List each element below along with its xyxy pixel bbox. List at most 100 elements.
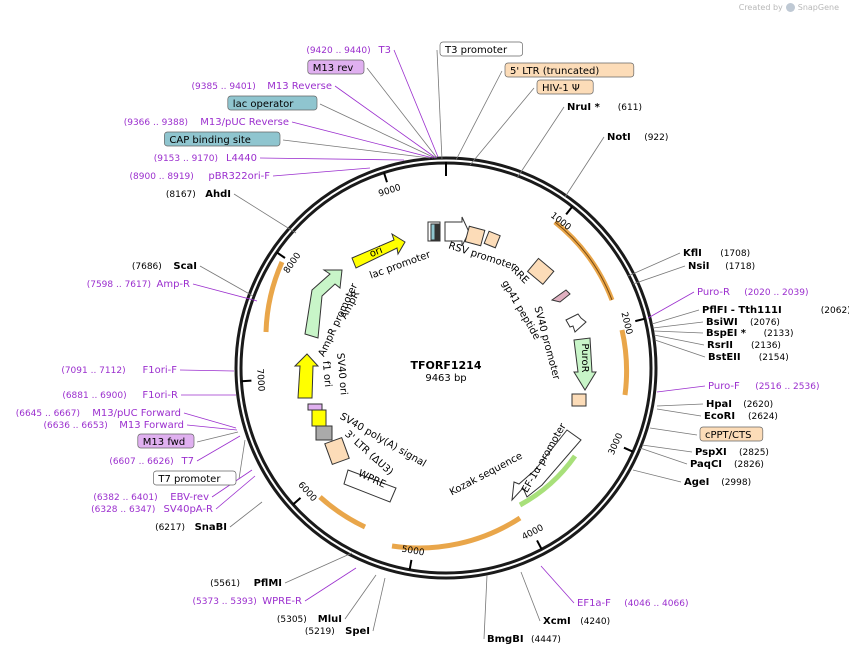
map-label[interactable]: M13 fwd <box>137 433 195 449</box>
leader-line <box>520 571 541 622</box>
leader-line <box>196 431 239 443</box>
map-label[interactable]: cPPT/CTS <box>699 426 764 442</box>
map-label[interactable]: XcmI(4240) <box>543 616 610 627</box>
map-label[interactable]: ScaI(7686) <box>132 261 197 272</box>
map-label[interactable]: T3 promoter <box>439 41 523 57</box>
map-label[interactable]: BsiWI(2076) <box>706 317 780 328</box>
map-label[interactable]: M13 rev <box>307 59 365 75</box>
map-label[interactable]: PspXI(2825) <box>695 447 769 458</box>
leader-lines <box>179 49 706 640</box>
feature-label: SV40 promoter <box>531 305 561 382</box>
map-label[interactable]: Puro-R(2020 .. 2039) <box>697 287 808 298</box>
label-name: NsiI <box>688 261 709 272</box>
map-label[interactable]: PaqCI (2826) <box>690 459 764 470</box>
leader-line <box>647 291 695 319</box>
map-label[interactable]: PflFI - Tth111I(2062) <box>702 305 849 316</box>
map-label[interactable]: SV40pA-R(6328 .. 6347) <box>91 504 213 515</box>
leader-line <box>651 309 700 325</box>
label-name: KflI <box>683 248 702 259</box>
leader-line <box>233 193 297 234</box>
label-name: SnaBI <box>195 522 227 533</box>
leader-line <box>179 369 235 372</box>
right-labels-layer: T3 promoter 5' LTR (truncated)HIV-1 Ψ NruI… <box>439 41 849 645</box>
ltr3-box <box>324 436 350 466</box>
cppt-box <box>571 393 587 407</box>
label-name: L4440 <box>226 153 257 164</box>
label-box <box>153 470 237 486</box>
map-label[interactable]: HIV-1 Ψ <box>536 79 594 95</box>
leader-line <box>654 339 706 358</box>
label-position: (6645 .. 6667) <box>16 409 80 419</box>
map-label[interactable]: 5' LTR (truncated) <box>504 62 635 78</box>
map-label[interactable]: CAP binding site <box>164 131 281 147</box>
map-label[interactable]: NsiI(1718) <box>688 261 755 272</box>
map-label[interactable]: PflMI(5561) <box>210 578 282 589</box>
label-position: (6382 .. 6401) <box>93 493 157 503</box>
orf-arcs <box>263 220 630 551</box>
leader-line <box>455 70 503 161</box>
map-label[interactable]: WPRE-R(5373 .. 5393) <box>193 596 303 607</box>
label-position: (2826) <box>734 460 764 470</box>
map-label[interactable]: M13/pUC Reverse(9366 .. 9388) <box>124 117 289 128</box>
map-label[interactable]: M13/pUC Forward(6645 .. 6667) <box>16 408 181 419</box>
map-label[interactable]: AgeI(2998) <box>684 477 751 488</box>
leader-line <box>632 469 682 483</box>
map-label[interactable]: T7 promoter <box>153 470 237 486</box>
label-position: (2133) <box>764 329 794 339</box>
map-label[interactable]: RsrII(2136) <box>707 340 781 351</box>
label-position: (6607 .. 6626) <box>109 457 173 467</box>
map-label[interactable]: EBV-rev(6382 .. 6401) <box>93 492 209 503</box>
label-box <box>536 79 594 95</box>
map-label[interactable]: lac operator <box>227 95 318 111</box>
map-label[interactable]: Puro-F(2516 .. 2536) <box>708 381 819 392</box>
leader-line <box>282 139 431 159</box>
map-label[interactable]: SpeI(5219) <box>305 626 370 637</box>
map-label[interactable]: pBR322ori-F(8900 .. 8919) <box>130 171 271 182</box>
map-label[interactable]: F1ori-R(6881 .. 6900) <box>62 390 178 401</box>
tick-mark <box>635 317 646 323</box>
leader-line <box>652 321 704 329</box>
label-position: (5561) <box>210 579 240 589</box>
map-label[interactable]: BmgBI(4447) <box>487 634 561 645</box>
label-name: PaqCI <box>690 459 722 470</box>
map-label[interactable]: T7(6607 .. 6626) <box>109 456 194 467</box>
label-name: WPRE-R <box>262 596 302 607</box>
map-label[interactable]: M13 Reverse(9385 .. 9401) <box>192 81 332 92</box>
map-label[interactable]: L4440(9153 .. 9170) <box>154 153 257 164</box>
map-label[interactable]: T3(9420 .. 9440) <box>306 45 391 56</box>
map-label[interactable]: KflI(1708) <box>683 248 750 259</box>
map-label[interactable]: BspEI *(2133) <box>706 328 794 339</box>
map-label[interactable]: HpaI(2620) <box>706 399 773 410</box>
map-label[interactable]: SnaBI (6217) <box>155 522 227 533</box>
map-label[interactable]: BstEII(2154) <box>708 352 789 363</box>
map-label[interactable]: NotI(922) <box>607 132 668 143</box>
map-label[interactable]: AhdI(8167) <box>166 189 231 200</box>
map-label[interactable]: EcoRI(2624) <box>704 411 778 422</box>
orf-arc <box>518 454 578 508</box>
map-label[interactable]: MluI (5305) <box>277 614 342 625</box>
map-label[interactable]: F1ori-F(7091 .. 7112) <box>61 365 177 376</box>
label-name: MluI <box>318 614 342 625</box>
label-position: (5219) <box>305 627 335 637</box>
map-label[interactable]: NruI *(611) <box>567 102 642 113</box>
leader-line <box>393 49 439 158</box>
map-label[interactable]: EF1a-F(4046 .. 4066) <box>577 598 688 609</box>
label-position: (9385 .. 9401) <box>192 82 256 92</box>
tick-mark <box>292 497 302 506</box>
map-label[interactable]: Amp-R(7598 .. 7617) <box>87 279 190 290</box>
label-position: (8900 .. 8919) <box>130 172 194 182</box>
map-label[interactable]: M13 Forward(6636 .. 6653) <box>44 420 184 431</box>
label-position: (8167) <box>166 190 196 200</box>
label-position: (7686) <box>132 262 162 272</box>
label-position: (6217) <box>155 523 185 533</box>
leader-line <box>291 121 434 159</box>
snapgene-credit: Created by SnapGene <box>739 3 839 12</box>
leader-line <box>540 565 575 604</box>
feature-label: f1 ori <box>320 361 333 388</box>
wpre-arrow <box>343 469 397 503</box>
label-position: (5305) <box>277 615 307 625</box>
label-position: (2825) <box>739 448 769 458</box>
label-position: (4240) <box>580 617 610 627</box>
tick-label: 9000 <box>377 183 402 200</box>
label-box <box>227 95 318 111</box>
